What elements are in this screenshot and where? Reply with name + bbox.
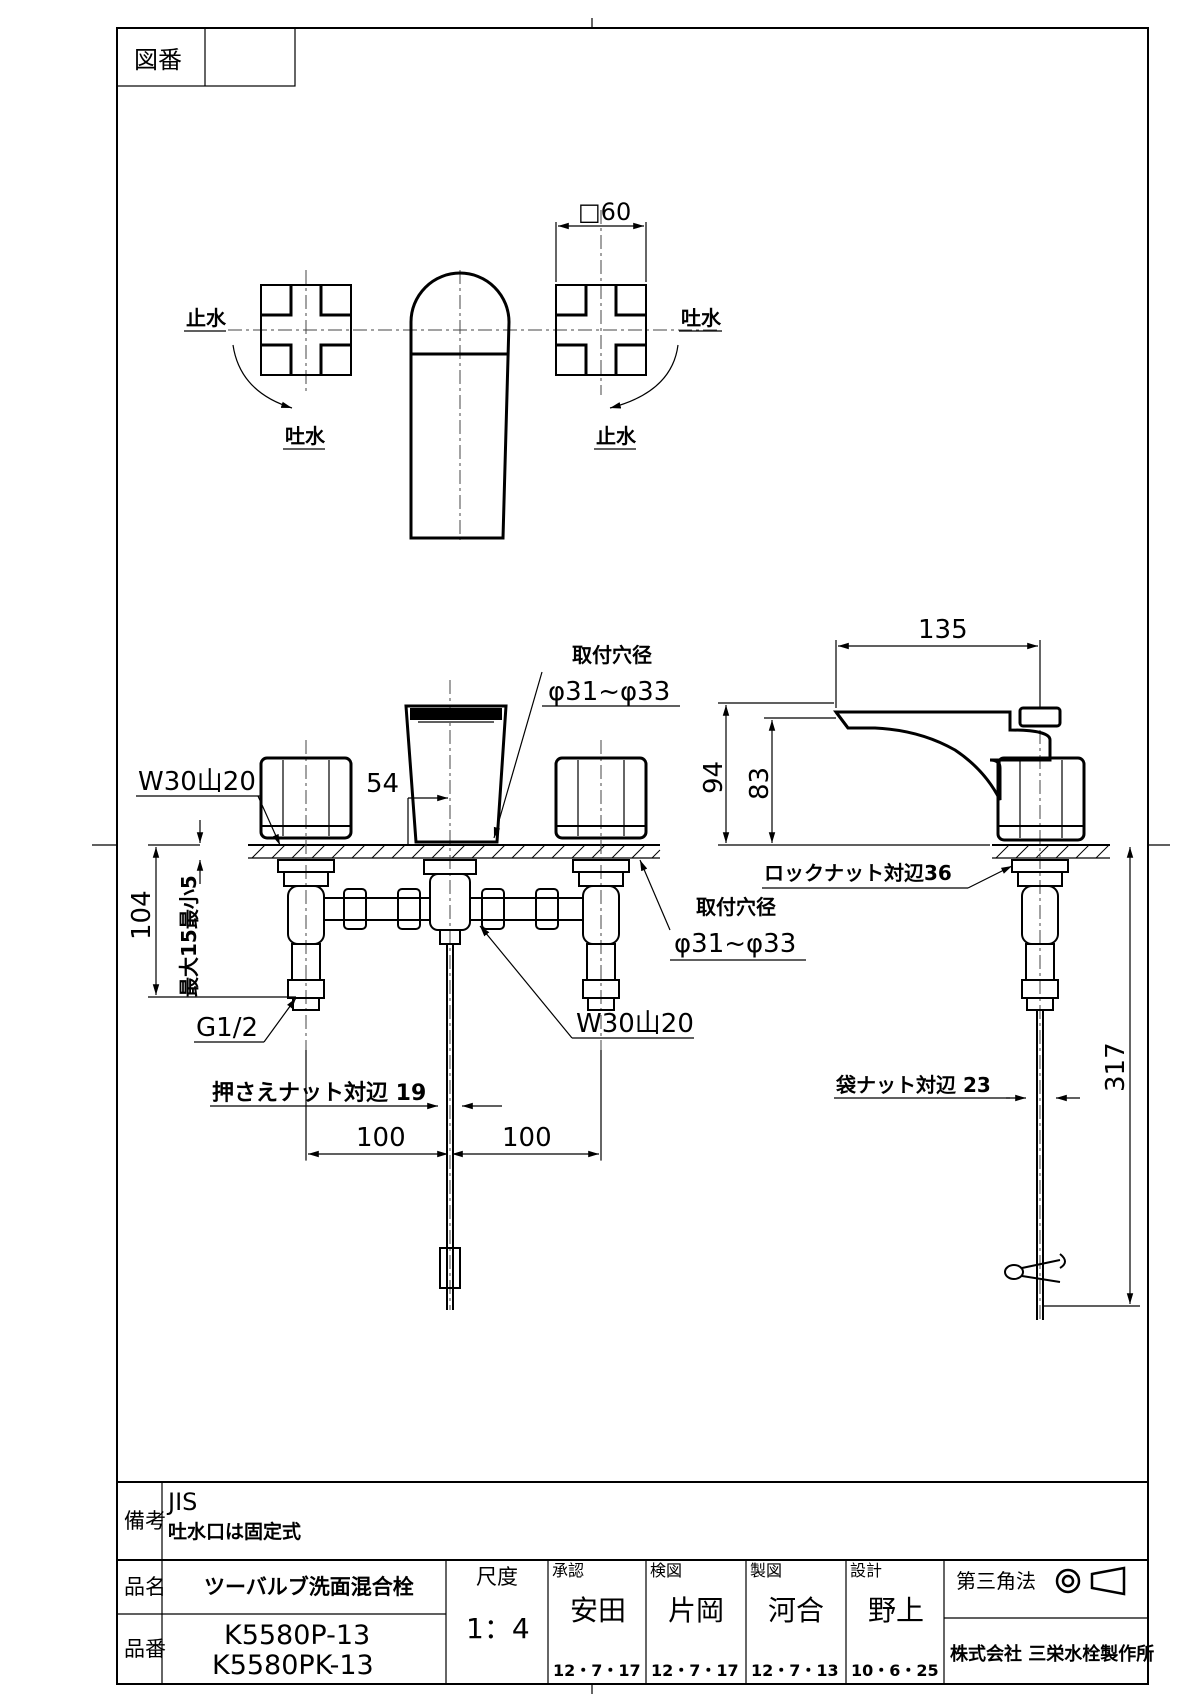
square-dimension: □60 [578, 198, 631, 226]
approval-role-3: 製図 [750, 1561, 782, 1580]
product-number-2: K5580PK-13 [212, 1650, 374, 1681]
third-angle-projection-icon [1055, 1566, 1126, 1596]
spout-offset-label: 54 [366, 769, 399, 799]
remarks-label: 備考 [124, 1509, 166, 1533]
approval-name-3: 河合 [768, 1594, 824, 1627]
right-handle-top-label: 吐水 [681, 306, 722, 330]
mount-hole-dim-top: φ31~φ33 [548, 677, 670, 707]
approval-date-1: 12・7・17 [553, 1661, 641, 1680]
right-handle-front [554, 756, 648, 840]
left-handle-top [260, 284, 352, 376]
drawing-frame [92, 18, 1170, 1694]
thickness-label: 最大15最小5 [177, 875, 201, 997]
approval-date-4: 10・6・25 [851, 1661, 939, 1680]
remarks-line-2: 吐水口は固定式 [168, 1520, 301, 1543]
projection-label: 第三角法 [956, 1569, 1036, 1593]
front-view: 取付穴径 φ31~φ33 W30山20 54 104 最大15最小5 G1/2 … [127, 643, 806, 1310]
approval-name-2: 片岡 [668, 1594, 724, 1627]
pipe-thread-label: G1/2 [196, 1013, 258, 1043]
height-94-label: 94 [699, 761, 729, 794]
bag-nut-label: 袋ナット対辺 23 [835, 1073, 991, 1097]
product-name-label: 品名 [124, 1575, 166, 1599]
spacing-left-label: 100 [356, 1123, 406, 1153]
height-104-label: 104 [127, 890, 157, 940]
approval-role-2: 検図 [650, 1561, 682, 1580]
company-name: 株式会社 三栄水栓製作所 [950, 1643, 1154, 1665]
press-nut-label: 押さえナット対辺 19 [212, 1080, 426, 1106]
height-83-label: 83 [745, 767, 775, 800]
approval-date-2: 12・7・17 [651, 1661, 739, 1680]
mount-hole-label-right: 取付穴径 [696, 895, 776, 919]
product-number-label: 品番 [124, 1637, 166, 1661]
side-view: 135 94 83 ロックナット対辺36 袋ナット対辺 23 317 [699, 615, 1140, 1320]
right-handle-top [555, 284, 647, 376]
left-handle-bottom-label: 吐水 [285, 424, 326, 448]
top-view: □60 止水 吐水 吐水 止水 [184, 198, 722, 540]
product-name: ツーバルブ洗面混合栓 [204, 1575, 414, 1599]
thread-left-label: W30山20 [138, 767, 256, 797]
remarks-line-1: JIS [166, 1488, 197, 1516]
thread-right-label: W30山20 [576, 1009, 694, 1039]
drawing-number-box: 図番 [116, 27, 296, 87]
title-block: 備考 JIS 吐水口は固定式 品名 ツーバルブ洗面混合栓 品番 K5580P-1… [117, 1481, 1154, 1684]
reach-135-label: 135 [918, 615, 968, 645]
approval-role-1: 承認 [552, 1561, 584, 1580]
scale-label: 尺度 [476, 1565, 518, 1589]
approval-role-4: 設計 [850, 1561, 882, 1580]
left-handle-top-label: 止水 [186, 306, 227, 330]
mount-hole-label-top: 取付穴径 [572, 643, 652, 667]
product-number-1: K5580P-13 [224, 1620, 370, 1651]
approval-name-4: 野上 [868, 1594, 924, 1627]
spacing-right-label: 100 [502, 1123, 552, 1153]
lock-nut-label: ロックナット対辺36 [764, 861, 952, 885]
drawing-number-label: 図番 [134, 46, 182, 74]
spout-front [404, 704, 508, 844]
left-handle-front [259, 756, 353, 840]
spout-top [409, 271, 511, 540]
length-317-label: 317 [1101, 1042, 1131, 1092]
mount-hole-dim-right: φ31~φ33 [674, 929, 796, 959]
approval-name-1: 安田 [570, 1594, 626, 1627]
right-handle-bottom-label: 止水 [596, 424, 637, 448]
scale-value: 1：4 [466, 1612, 530, 1645]
counter-hatch [251, 844, 661, 859]
approval-date-3: 12・7・13 [751, 1661, 839, 1680]
